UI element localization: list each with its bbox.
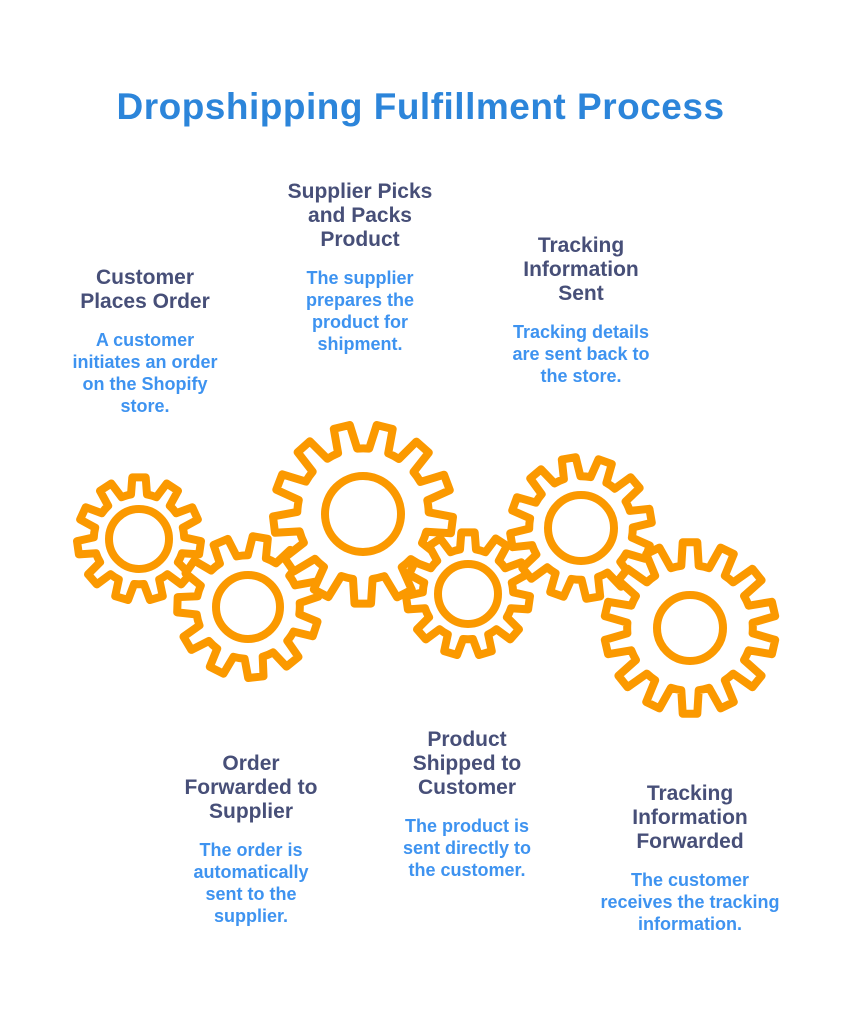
- step-title: Tracking Information Sent: [523, 234, 639, 305]
- gear-icon: [402, 528, 534, 659]
- step-description: The order is automatically sent to the s…: [193, 840, 309, 926]
- step-description: A customer initiates an order on the Sho…: [72, 330, 218, 416]
- gear-icon: [269, 421, 457, 608]
- step-customer-places-order: Customer Places Order A customer initiat…: [35, 266, 255, 417]
- step-description: The product is sent directly to the cust…: [402, 816, 532, 880]
- step-order-forwarded-to-supplier: Order Forwarded to Supplier The order is…: [141, 752, 361, 927]
- step-tracking-information-forwarded: Tracking Information Forwarded The custo…: [574, 782, 806, 935]
- step-description: Tracking details are sent back to the st…: [512, 322, 650, 386]
- step-product-shipped-to-customer: Product Shipped to Customer The product …: [357, 728, 577, 881]
- gear-icon: [600, 538, 780, 718]
- step-description: The supplier prepares the product for sh…: [305, 268, 415, 354]
- step-title: Tracking Information Forwarded: [632, 782, 748, 853]
- step-title: Product Shipped to Customer: [412, 728, 522, 799]
- step-title: Order Forwarded to Supplier: [184, 752, 318, 823]
- step-description: The customer receives the tracking infor…: [600, 870, 780, 934]
- step-supplier-picks-packs: Supplier Picks and Packs Product The sup…: [250, 180, 470, 355]
- step-title: Supplier Picks and Packs Product: [287, 180, 433, 251]
- gear-icon: [173, 532, 323, 682]
- gear-icon: [506, 453, 656, 603]
- page-title: Dropshipping Fulfillment Process: [116, 86, 725, 127]
- step-title: Customer Places Order: [80, 266, 210, 313]
- gear-icon: [73, 473, 205, 604]
- step-tracking-information-sent: Tracking Information Sent Tracking detai…: [471, 234, 691, 387]
